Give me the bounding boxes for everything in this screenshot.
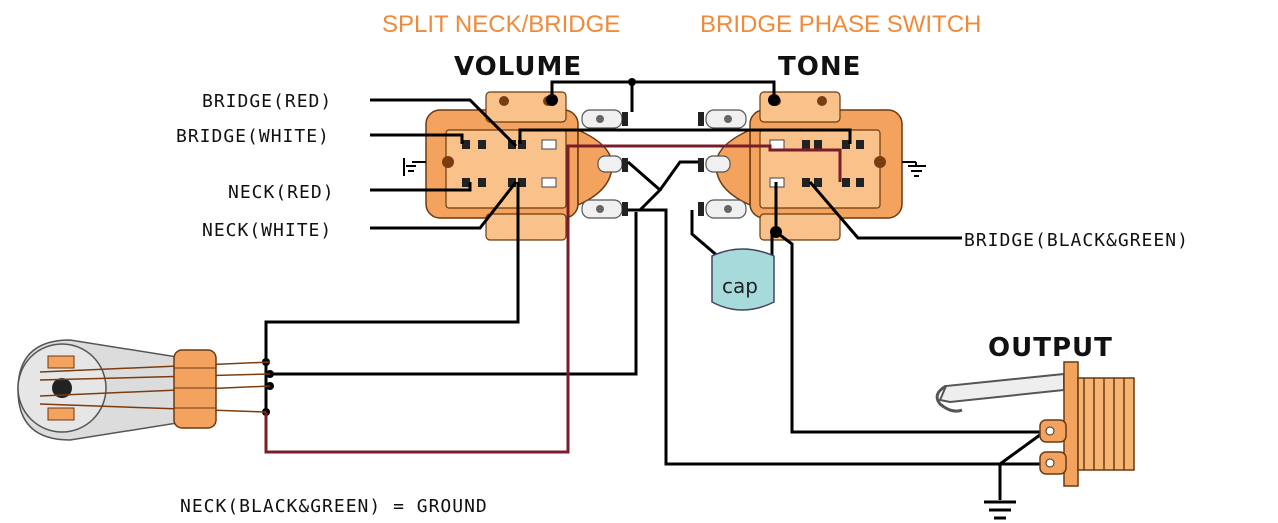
- wire-neck-white: [370, 181, 518, 230]
- tone-title: TONE: [778, 52, 861, 82]
- label-bridge-black-green: BRIDGE(BLACK&GREEN): [964, 230, 1189, 251]
- wire-lug-cross-a: [627, 160, 663, 212]
- wire-bridge-red: [370, 98, 518, 148]
- capacitor: cap: [711, 248, 775, 311]
- output-title: OUTPUT: [988, 333, 1113, 363]
- wire-red-neck: [264, 144, 842, 454]
- label-neck-ground-note: NECK(BLACK&GREEN) = GROUND: [180, 496, 488, 517]
- volume-lugs: [581, 109, 628, 219]
- wire-volume-to-pickup: [264, 182, 520, 360]
- wire-output-cross: [999, 430, 1045, 466]
- volume-title: VOLUME: [454, 52, 582, 82]
- wire-top-bus: [550, 80, 776, 100]
- wire-tone-to-output: [774, 182, 1044, 434]
- label-bridge-red: BRIDGE(RED): [202, 91, 332, 112]
- wire-lug-cross-b: [658, 160, 698, 191]
- ground-icon: [984, 500, 1016, 520]
- ground-icon: [403, 158, 426, 176]
- label-bridge-white: BRIDGE(WHITE): [176, 126, 330, 147]
- split-switch-title: SPLIT NECK/BRIDGE: [382, 11, 620, 38]
- ground-icon: [902, 161, 926, 177]
- cap-label: cap: [722, 274, 758, 298]
- label-neck-white: NECK(WHITE): [202, 220, 332, 241]
- wire-neck-red: [370, 182, 472, 192]
- label-neck-red: NECK(RED): [228, 182, 335, 203]
- wire-bridge-black-green: [808, 181, 962, 240]
- wire-switch-cross: [518, 128, 852, 144]
- phase-switch-title: BRIDGE PHASE SWITCH: [700, 11, 981, 38]
- tone-pot: [715, 91, 903, 241]
- wire-bridge-white: [370, 133, 464, 144]
- wire-ground-to-output: [636, 208, 1044, 466]
- wire-cap-a: [690, 210, 721, 260]
- tone-lugs: [698, 109, 747, 219]
- wire-lug-to-pickup: [270, 212, 638, 376]
- output-jack: [935, 361, 1135, 487]
- pickup: [17, 339, 271, 441]
